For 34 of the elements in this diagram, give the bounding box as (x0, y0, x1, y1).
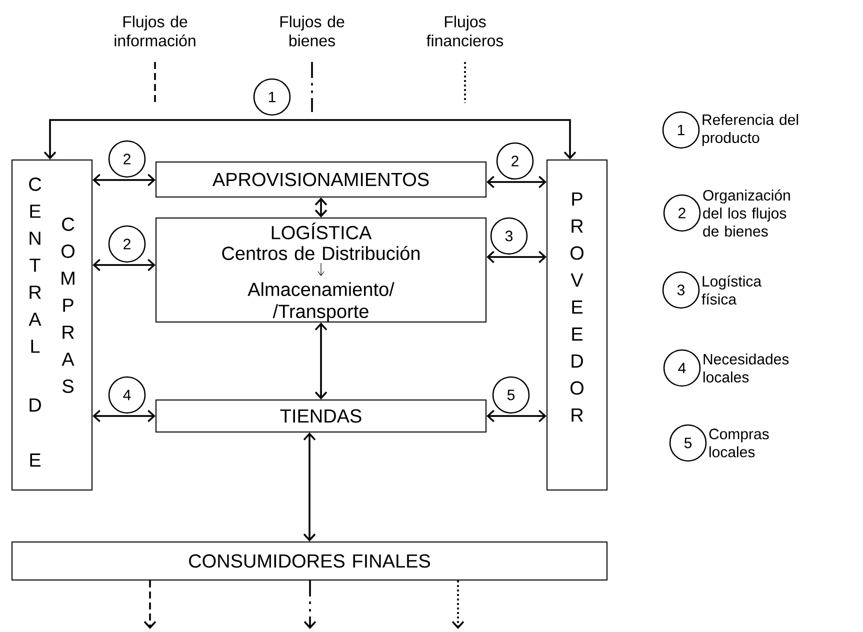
legend-text: Necesidades locales (704, 354, 789, 382)
edge-label: 3 (490, 217, 528, 255)
arrow (92, 174, 156, 186)
box: LOGÍSTICA Centros de Distribución Almacenamiento/ /Transporte (156, 218, 486, 322)
box: TIENDAS (156, 400, 486, 432)
legend-text: Organización del los flujos de bienes (703, 189, 790, 237)
legend-text: Compras locales (709, 428, 769, 458)
arrow (144, 580, 156, 629)
box: APROVISIONAMIENTOS (156, 162, 486, 198)
arrow (92, 258, 156, 272)
legend-text: Flujos de información (114, 16, 196, 46)
arrow (314, 198, 328, 218)
arrow (452, 580, 464, 629)
arrow (314, 322, 328, 400)
vertical-box: CENTRAL DE COMPRAS (12, 160, 92, 490)
arrow (486, 410, 546, 422)
vertical-box: PROVEEDOR (546, 160, 608, 490)
edge-label: 4 (108, 376, 146, 414)
arrow (486, 250, 546, 264)
arrow (44, 119, 576, 160)
legend-text: Referencia del producto (702, 114, 798, 146)
arrow (92, 410, 156, 422)
legend-text: Logística física (702, 275, 762, 305)
edge-label: 2 (108, 140, 146, 178)
edge-label: 2 (108, 225, 146, 263)
arrow (303, 432, 316, 542)
arrow (486, 176, 546, 188)
legend-text: Flujos de bienes (280, 16, 344, 46)
box: CONSUMIDORES FINALES (12, 542, 608, 580)
edge-label: 1 (253, 78, 291, 116)
edge-label: 2 (496, 142, 534, 180)
arrow (304, 580, 316, 629)
edge-label: 5 (492, 376, 530, 414)
legend-text: Flujos financieros (426, 16, 504, 46)
